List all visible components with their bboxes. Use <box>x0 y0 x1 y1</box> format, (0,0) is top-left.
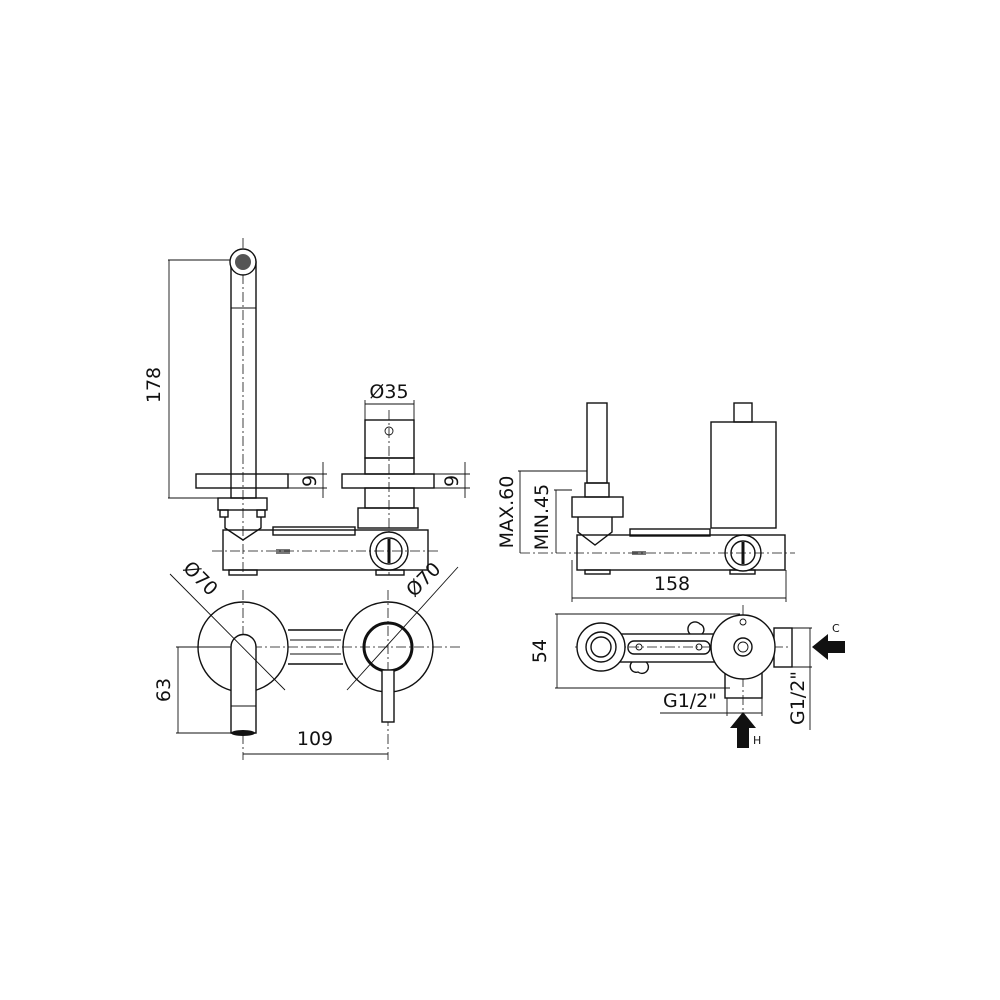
side-elevation: MAX.60 MIN.45 158 <box>496 402 795 602</box>
dim-spout-height: 178 <box>143 367 165 403</box>
dim-flange-thickness-left: 9 <box>299 475 321 487</box>
lever-handle <box>381 669 395 723</box>
cold-inlet-arrow-icon <box>812 634 845 660</box>
dim-hot-inlet-thread: G1/2" <box>663 690 717 712</box>
valve-body <box>222 529 429 571</box>
dim-center-distance: 109 <box>297 728 333 750</box>
dim-cold-inlet-thread: G1/2" <box>787 671 809 725</box>
cartridge-cap <box>364 419 415 459</box>
hot-inlet-label: H <box>753 734 761 747</box>
cartridge-body <box>710 421 777 529</box>
dim-body-width: 54 <box>529 639 551 663</box>
hot-inlet-arrow-icon <box>730 712 756 748</box>
dim-spout-projection: 63 <box>153 678 175 702</box>
dim-cartridge-diameter: Ø35 <box>369 381 408 403</box>
spout-flange <box>195 473 289 489</box>
cold-inlet-label: C <box>832 622 840 635</box>
dim-body-length: 158 <box>654 573 690 595</box>
lever-flange <box>341 473 435 489</box>
front-view: Ø70 Ø70 63 109 <box>153 557 460 760</box>
dim-flange-thickness-right: 9 <box>441 475 463 487</box>
dim-min-depth: MIN.45 <box>531 484 553 550</box>
spout-top <box>230 633 257 734</box>
front-elevation: 178 Ø35 9 9 <box>143 238 470 576</box>
dim-flange-diameter-right: Ø70 <box>402 558 445 601</box>
dim-flange-diameter-left: Ø70 <box>179 557 222 600</box>
plan-view: 54 G1/2" G1/2" C H <box>529 605 845 748</box>
dim-max-depth: MAX.60 <box>496 476 518 549</box>
